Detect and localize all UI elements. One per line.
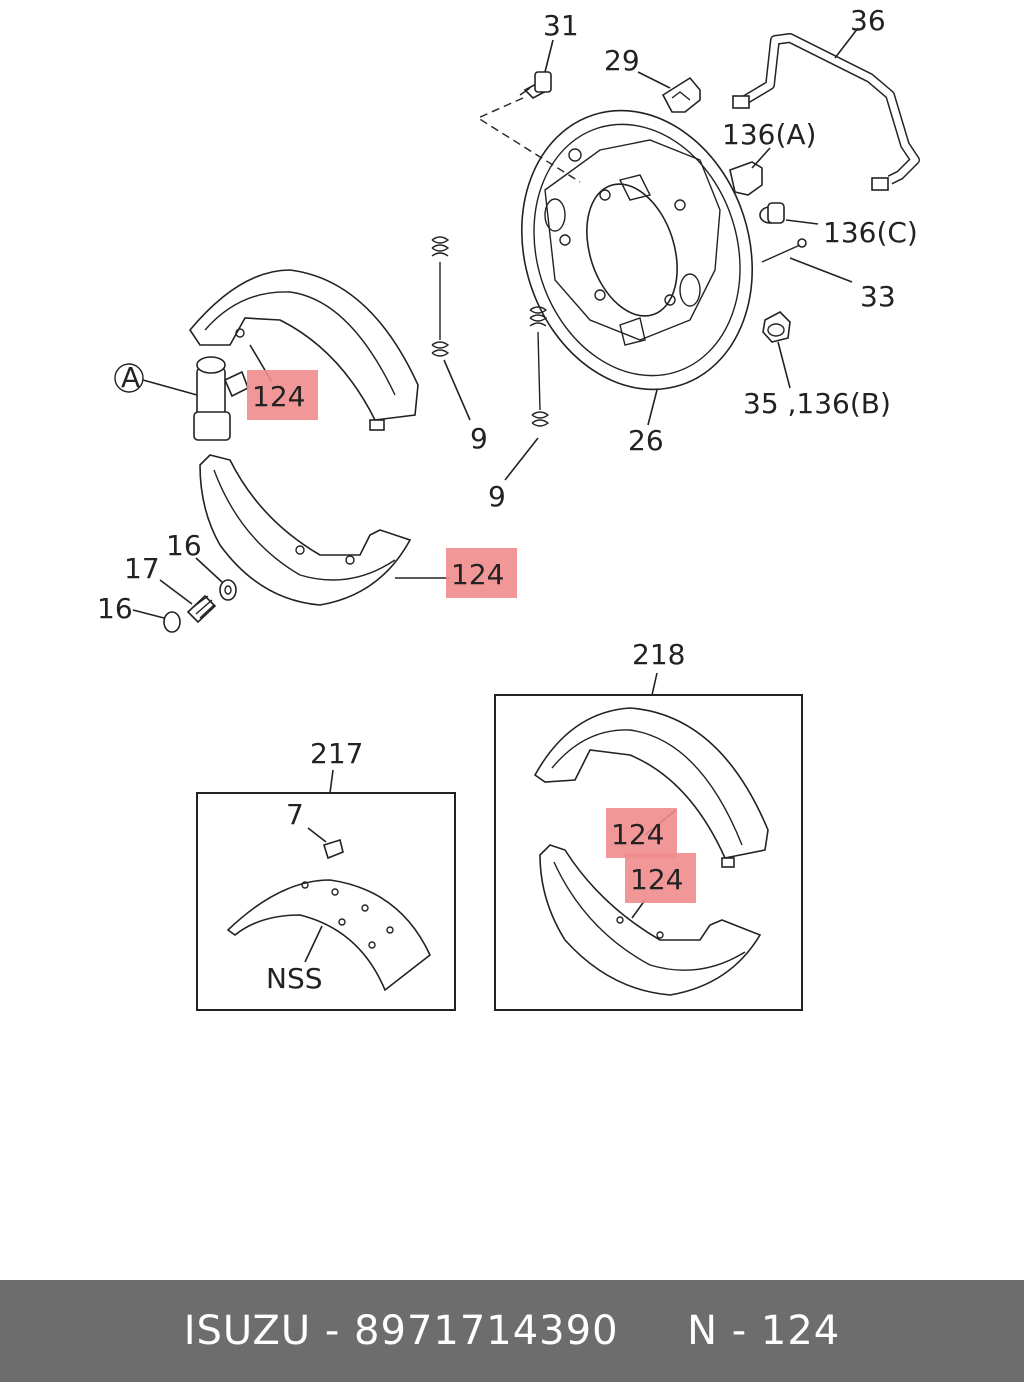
highlight-124-set-upper (606, 808, 677, 858)
brake-parts-diagram: 31 29 36 136(A) 136(C) 33 35 ,136(B) 26 … (97, 4, 920, 1011)
label-136c: 136(C) (823, 216, 918, 249)
highlight-124-set-lower (625, 853, 696, 903)
part-136c (759, 202, 785, 224)
label-124-set-lower: 124 (630, 863, 683, 896)
label-nss: NSS (266, 962, 323, 995)
label-136a: 136(A) (722, 118, 816, 151)
rivet-7 (323, 838, 344, 860)
footer-bar: ISUZU - 8971714390 N - 124 (0, 1280, 1024, 1382)
footer-part-number: ISUZU - 8971714390 N - 124 (183, 1308, 841, 1354)
clip-29 (661, 76, 701, 113)
plug-35 (762, 311, 791, 343)
spring-9-upper (431, 236, 450, 357)
label-36: 36 (850, 4, 886, 37)
brake-shoe-upper (189, 269, 419, 431)
label-9-upper: 9 (470, 422, 488, 455)
label-9-lower: 9 (488, 480, 506, 513)
box-217 (196, 792, 456, 1011)
label-217: 217 (310, 737, 363, 770)
label-29: 29 (604, 44, 640, 77)
label-124-set-upper: 124 (611, 818, 664, 851)
box-218 (494, 694, 803, 1011)
label-35-136b: 35 ,136(B) (743, 387, 891, 420)
label-33: 33 (860, 280, 896, 313)
brake-pipe-36 (732, 33, 920, 191)
label-16-lower: 16 (97, 592, 133, 625)
pin-33 (761, 238, 807, 263)
label-31: 31 (543, 9, 579, 42)
adjuster-parts (163, 579, 237, 633)
highlight-124-lower (446, 548, 517, 598)
part-136a (729, 161, 763, 196)
label-124-lower: 124 (451, 558, 504, 591)
wheel-cylinder (193, 356, 250, 441)
backing-plate (520, 109, 754, 391)
label-124-upper: 124 (252, 380, 305, 413)
shoe-set-lower (539, 844, 762, 996)
highlight-124-upper (247, 370, 318, 420)
label-7: 7 (286, 798, 304, 831)
label-26: 26 (628, 424, 664, 457)
label-218: 218 (632, 638, 685, 671)
label-17: 17 (124, 552, 160, 585)
spring-9-lower (529, 306, 550, 427)
shoe-set-upper (533, 707, 769, 868)
label-a: A (121, 361, 140, 394)
brake-lining (226, 879, 431, 992)
brake-shoe-lower (199, 454, 412, 606)
bolt-31 (519, 71, 552, 99)
label-16-upper: 16 (166, 529, 202, 562)
